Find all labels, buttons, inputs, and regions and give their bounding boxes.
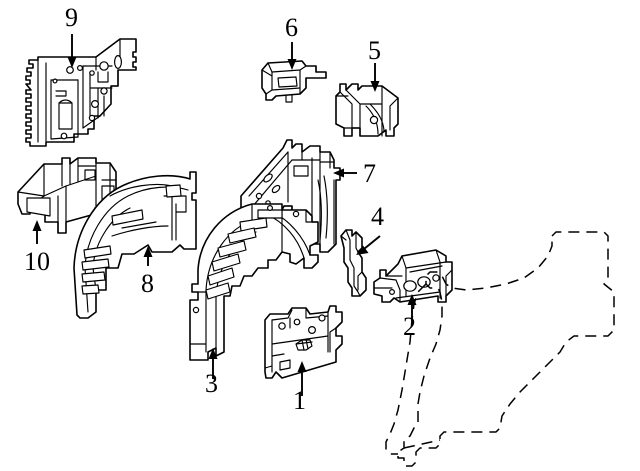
leader-8 xyxy=(143,246,153,266)
callout-label-4: 4 xyxy=(371,202,384,231)
callout-label-3: 3 xyxy=(205,369,218,398)
callout-label-1: 1 xyxy=(293,386,306,415)
leader-6 xyxy=(287,42,297,70)
quarter-panel-ghost-outline xyxy=(385,231,615,467)
callout-label-6: 6 xyxy=(285,13,298,42)
leader-9 xyxy=(67,34,77,68)
callout-label-9: 9 xyxy=(65,3,78,32)
leader-10 xyxy=(32,220,42,244)
callout-label-8: 8 xyxy=(141,269,154,298)
part-8-wheelhouse-inner-liner xyxy=(73,171,197,319)
part-4-pillar-reinforcement-bracket xyxy=(340,229,367,297)
leader-2 xyxy=(407,294,417,322)
part-2-rear-rail-reinforcement xyxy=(373,249,453,303)
callout-label-5: 5 xyxy=(368,36,381,65)
leader-5 xyxy=(370,63,380,92)
part-1-quarter-inner-lower-panel xyxy=(264,305,343,379)
callout-label-2: 2 xyxy=(403,312,416,341)
leader-7 xyxy=(333,168,357,178)
callout-label-10: 10 xyxy=(24,247,50,276)
leader-4 xyxy=(356,235,381,255)
callout-leaders xyxy=(32,34,417,396)
part-9-body-side-inner-rail xyxy=(25,38,137,147)
leader-3 xyxy=(208,348,218,379)
part-5-shock-tower-brace xyxy=(335,83,399,137)
leader-1 xyxy=(297,361,307,396)
part-3-wheelhouse-outer-panel xyxy=(189,203,319,361)
callout-label-7: 7 xyxy=(363,159,376,188)
part-6-upper-mounting-bracket xyxy=(261,60,327,103)
